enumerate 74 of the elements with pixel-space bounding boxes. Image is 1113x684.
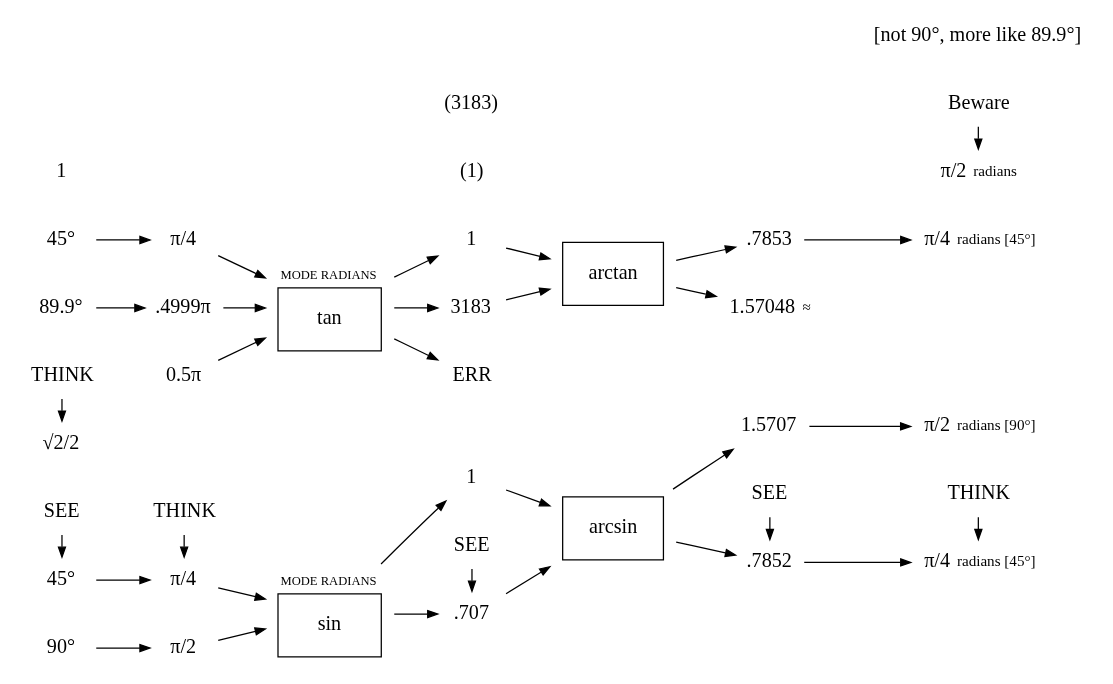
arrow — [95, 575, 152, 585]
arrow — [803, 558, 913, 567]
node-text: π/2 — [169, 634, 196, 657]
node-text: .707 — [453, 600, 489, 623]
node-text: ERR — [451, 362, 492, 385]
arrow — [467, 568, 476, 594]
node-text: 90° — [46, 634, 75, 657]
node-text: 45° — [46, 566, 75, 589]
node-text: π/4 — [169, 226, 196, 249]
node-text: 1 — [465, 464, 476, 487]
label: [not 90°, more like 89.9°] — [873, 22, 1081, 45]
arrow — [671, 448, 735, 490]
node-box: arcsin — [561, 496, 664, 561]
node-text: 0.5π — [165, 362, 201, 385]
node-text: SEE — [43, 498, 80, 521]
node-text: π/4 — [169, 566, 196, 589]
node-label: radians [90°] — [956, 417, 1036, 434]
arrow — [217, 254, 267, 279]
arrow — [504, 247, 552, 261]
node-text: 45° — [46, 226, 75, 249]
arrow — [95, 235, 152, 245]
node-text: THINK — [946, 481, 1010, 504]
node-box: tan — [276, 287, 382, 352]
arrow — [57, 398, 66, 424]
node-text: Beware — [947, 90, 1010, 113]
node-text: .7853 — [746, 226, 792, 249]
node-label: radians [45°] — [956, 230, 1036, 247]
node-text: π/2 — [923, 413, 950, 436]
arrow — [803, 235, 913, 245]
arrow — [393, 338, 439, 361]
node-label: radians [45°] — [956, 553, 1036, 570]
arrow — [393, 303, 440, 313]
node-text: 89.9° — [38, 294, 83, 317]
arrow — [217, 587, 267, 601]
label: (1) — [459, 158, 483, 181]
node-text: 1 — [465, 226, 476, 249]
arrow — [393, 255, 439, 278]
arrow — [504, 565, 551, 595]
arrow — [379, 499, 447, 565]
node-box: sin — [276, 593, 382, 658]
arrow — [217, 337, 267, 362]
arrow — [675, 245, 737, 261]
node-text: π/4 — [923, 226, 950, 249]
arrow — [95, 303, 147, 313]
arrow — [504, 489, 552, 507]
arrow — [808, 422, 913, 431]
arrow — [222, 303, 267, 313]
arrow — [95, 643, 152, 653]
node-label: MODE RADIANS — [280, 268, 377, 283]
node-box: arctan — [561, 241, 664, 307]
arrow — [393, 609, 440, 619]
node-text: 1.5707 — [740, 413, 796, 436]
arrow — [675, 287, 718, 299]
label: 1 — [55, 158, 66, 181]
node-text: .7852 — [746, 549, 792, 572]
node-label: MODE RADIANS — [280, 574, 377, 589]
node-text: 3183 — [450, 294, 491, 317]
arrow — [764, 516, 774, 542]
label: (3183) — [443, 90, 498, 113]
node-text: .4999π — [154, 294, 211, 317]
node-text: √2/2 — [41, 430, 79, 453]
node-label: ≈ — [802, 298, 811, 315]
node-text: THINK — [30, 362, 94, 385]
node-text: π/2 — [940, 158, 966, 181]
node-label: radians — [972, 162, 1017, 179]
node-text: SEE — [453, 532, 490, 555]
arrow — [217, 627, 267, 641]
arrow — [504, 287, 552, 301]
arrow — [57, 534, 66, 560]
node-text: THINK — [152, 498, 216, 521]
node-text: SEE — [751, 481, 787, 504]
node-text: π/4 — [923, 549, 950, 572]
node-text: 1.57048 — [729, 294, 795, 317]
arrow — [675, 541, 737, 558]
